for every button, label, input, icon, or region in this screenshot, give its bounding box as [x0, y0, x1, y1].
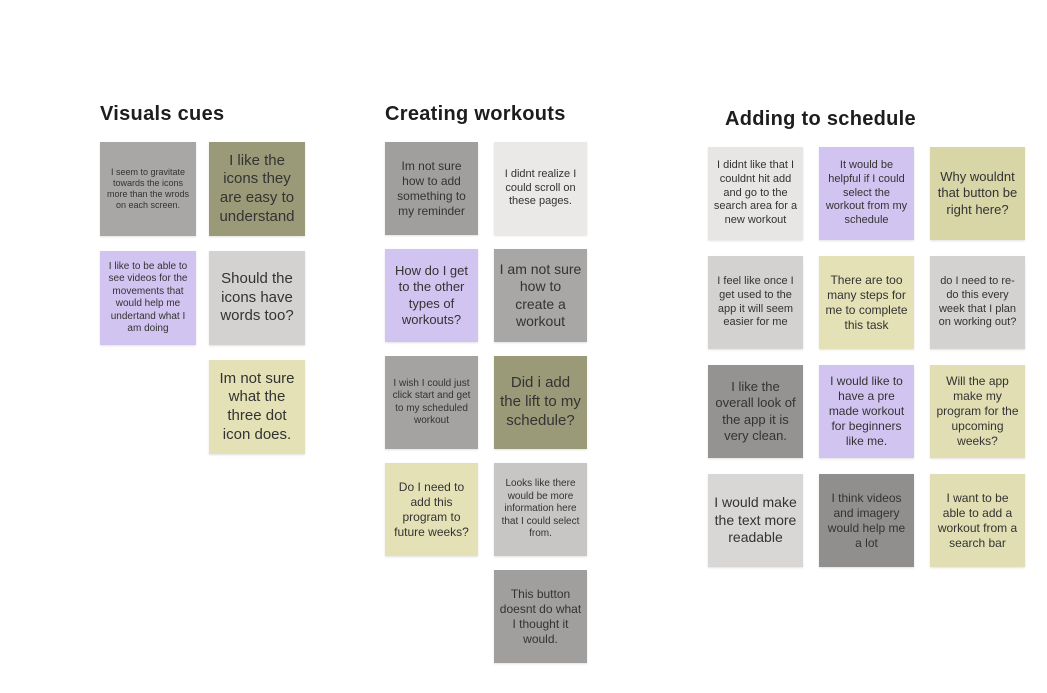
sticky-note[interactable]: How do I get to the other types of worko… — [385, 249, 478, 342]
group-title-adding-to-schedule: Adding to schedule — [725, 108, 916, 130]
sticky-note[interactable]: I like the icons they are easy to unders… — [209, 142, 305, 236]
sticky-note[interactable]: I didnt realize I could scroll on these … — [494, 142, 587, 235]
sticky-note[interactable]: Im not sure what the three dot icon does… — [209, 360, 305, 454]
sticky-note[interactable]: do I need to re-do this every week that … — [930, 256, 1025, 349]
sticky-note[interactable]: Im not sure how to add something to my r… — [385, 142, 478, 235]
sticky-note[interactable]: I like to be able to see videos for the … — [100, 251, 196, 345]
sticky-note[interactable]: Should the icons have words too? — [209, 251, 305, 345]
sticky-note[interactable]: I think videos and imagery would help me… — [819, 474, 914, 567]
empty-cell — [385, 570, 478, 663]
group-adding-to-schedule: Adding to schedule I didnt like that I c… — [708, 108, 1025, 567]
sticky-note[interactable]: There are too many steps for me to compl… — [819, 256, 914, 349]
sticky-note[interactable]: Do I need to add this program to future … — [385, 463, 478, 556]
notes-grid-adding-to-schedule: I didnt like that I couldnt hit add and … — [708, 147, 1025, 567]
sticky-note[interactable]: I didnt like that I couldnt hit add and … — [708, 147, 803, 240]
sticky-note[interactable]: I feel like once I get used to the app i… — [708, 256, 803, 349]
empty-cell — [100, 360, 196, 454]
sticky-note[interactable]: I like the overall look of the app it is… — [708, 365, 803, 458]
sticky-note[interactable]: I would make the text more readable — [708, 474, 803, 567]
group-title-creating-workouts: Creating workouts — [385, 103, 566, 125]
group-creating-workouts: Creating workouts Im not sure how to add… — [385, 103, 587, 663]
sticky-note[interactable]: It would be helpful if I could select th… — [819, 147, 914, 240]
notes-grid-creating-workouts: Im not sure how to add something to my r… — [385, 142, 587, 663]
sticky-note[interactable]: This button doesnt do what I thought it … — [494, 570, 587, 663]
sticky-note[interactable]: I seem to gravitate towards the icons mo… — [100, 142, 196, 236]
sticky-note[interactable]: I would like to have a pre made workout … — [819, 365, 914, 458]
sticky-note[interactable]: I wish I could just click start and get … — [385, 356, 478, 449]
group-visuals-cues: Visuals cues I seem to gravitate towards… — [100, 103, 305, 454]
sticky-note[interactable]: I want to be able to add a workout from … — [930, 474, 1025, 567]
sticky-note[interactable]: Why wouldnt that button be right here? — [930, 147, 1025, 240]
sticky-note[interactable]: Did i add the lift to my schedule? — [494, 356, 587, 449]
sticky-note[interactable]: Looks like there would be more informati… — [494, 463, 587, 556]
group-title-visuals-cues: Visuals cues — [100, 103, 225, 125]
sticky-note[interactable]: Will the app make my program for the upc… — [930, 365, 1025, 458]
sticky-note[interactable]: I am not sure how to create a workout — [494, 249, 587, 342]
notes-grid-visuals-cues: I seem to gravitate towards the icons mo… — [100, 142, 305, 454]
